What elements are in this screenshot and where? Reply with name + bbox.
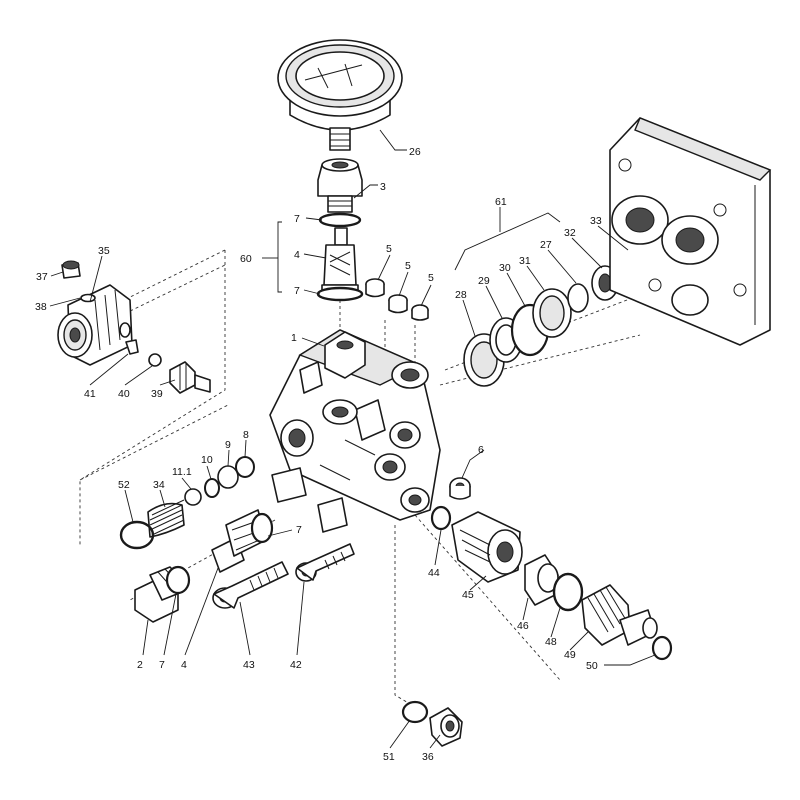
label-35: 35 <box>98 245 110 257</box>
label-11-1: 11.1 <box>172 466 192 478</box>
label-40: 40 <box>118 388 130 400</box>
label-10: 10 <box>201 454 213 466</box>
plug-2 <box>134 565 191 623</box>
label-7-bottom: 7 <box>159 659 165 671</box>
label-1: 1 <box>291 332 297 344</box>
label-43: 43 <box>243 659 255 671</box>
label-7-top: 7 <box>294 213 300 225</box>
label-38: 38 <box>35 301 47 313</box>
label-36: 36 <box>422 751 434 763</box>
bottom-fittings <box>401 700 463 747</box>
label-37: 37 <box>36 271 48 283</box>
label-4-bottom: 4 <box>181 659 187 671</box>
plug-6 <box>449 477 471 500</box>
label-4-top: 4 <box>294 249 300 261</box>
label-33: 33 <box>590 215 602 227</box>
label-27: 27 <box>540 239 552 251</box>
label-41: 41 <box>84 388 96 400</box>
pressure-gauge <box>277 39 403 151</box>
label-8: 8 <box>243 429 249 441</box>
label-9: 9 <box>225 439 231 451</box>
unloader-nipple-set <box>125 339 211 394</box>
gauge-adapter <box>317 158 363 213</box>
crankcase-housing <box>609 117 772 346</box>
label-2: 2 <box>137 659 143 671</box>
label-42: 42 <box>290 659 302 671</box>
label-5-a: 5 <box>386 243 392 255</box>
label-6: 6 <box>478 444 484 456</box>
label-60: 60 <box>240 253 252 265</box>
label-61: 61 <box>495 196 507 208</box>
label-3: 3 <box>380 181 386 193</box>
label-48: 48 <box>545 636 557 648</box>
label-29: 29 <box>478 275 490 287</box>
label-31: 31 <box>519 255 531 267</box>
valve-lower <box>211 509 274 573</box>
pump-manifold-head <box>269 329 441 533</box>
label-44: 44 <box>428 567 440 579</box>
label-52: 52 <box>118 479 130 491</box>
label-30: 30 <box>499 262 511 274</box>
label-7-right: 7 <box>296 524 302 536</box>
label-28: 28 <box>455 289 467 301</box>
leader-lines <box>49 129 656 749</box>
plugs-5 <box>365 278 429 321</box>
label-26: 26 <box>409 146 421 158</box>
valve-stack-top <box>316 212 364 302</box>
label-50: 50 <box>586 660 598 672</box>
unloader-body <box>57 260 133 366</box>
label-45: 45 <box>462 589 474 601</box>
label-49: 49 <box>564 649 576 661</box>
label-7-mid: 7 <box>294 285 300 297</box>
part-labels: 26 3 7 60 4 7 5 5 5 1 61 33 32 27 31 30 … <box>35 146 602 763</box>
label-39: 39 <box>151 388 163 400</box>
label-34: 34 <box>153 479 165 491</box>
label-51: 51 <box>383 751 395 763</box>
bolts <box>212 543 355 609</box>
group-brackets <box>262 207 561 293</box>
label-32: 32 <box>564 227 576 239</box>
label-46: 46 <box>517 620 529 632</box>
fitting-chain <box>430 505 673 661</box>
label-5-c: 5 <box>428 272 434 284</box>
label-5-b: 5 <box>405 260 411 272</box>
check-valve-parts <box>119 456 255 550</box>
